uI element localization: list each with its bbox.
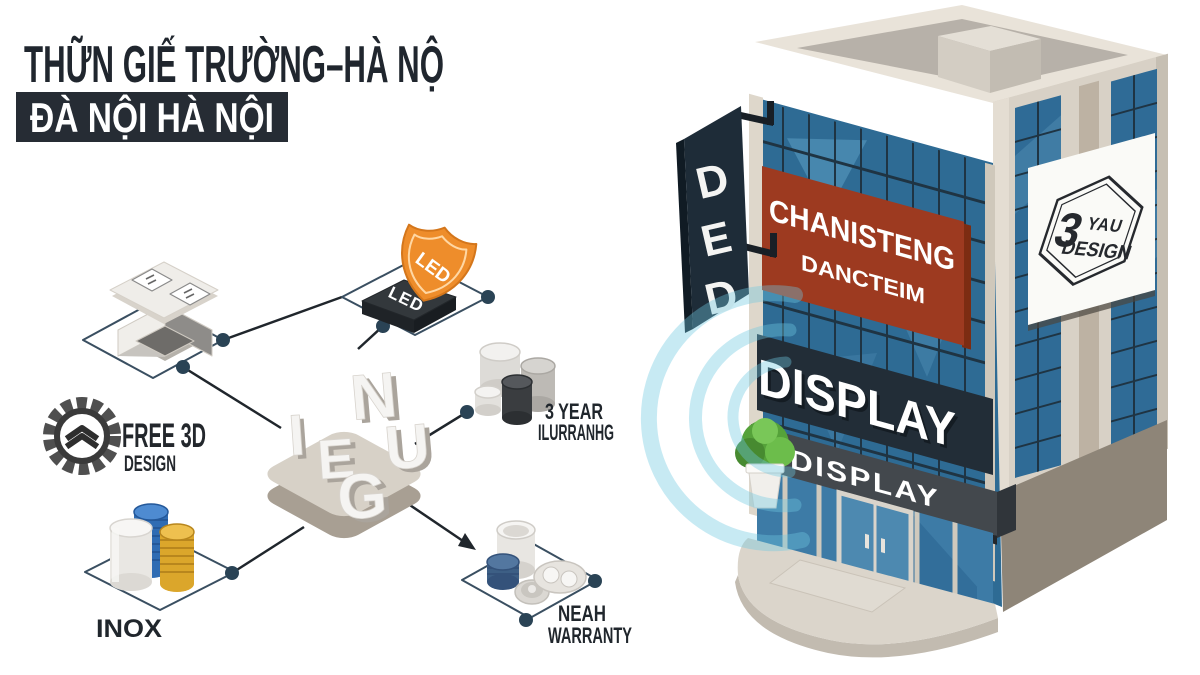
rooftop-box xyxy=(938,26,1041,93)
center-hub: N N I I E E U U G G xyxy=(267,358,438,539)
hub-letter-u: U xyxy=(382,411,433,484)
hub-letter-e: E xyxy=(315,426,357,491)
billboard-name: YAU xyxy=(1084,213,1126,236)
warranty-line1: NEAH xyxy=(558,601,606,626)
hub-letter-g: G xyxy=(335,458,390,533)
material-tiles-icon xyxy=(109,261,219,361)
page-subtitle: ĐÀ NỘI HÀ NỘI xyxy=(30,93,274,141)
node-dots xyxy=(176,290,602,627)
free-design-line2: DESIGN xyxy=(124,451,176,476)
facade-sign: CHANISTENG DANCTEIM xyxy=(762,166,971,350)
years-line1: 3 YEAR xyxy=(545,399,603,424)
hub-letter-i: I xyxy=(286,403,307,469)
subtitle-box xyxy=(16,92,288,142)
page-title: THỮN GIẾ TRƯỜNG–HÀ NỘ xyxy=(24,35,444,94)
coin-stack-gold xyxy=(159,523,195,592)
vertical-sign: D E D xyxy=(676,101,777,333)
inox-label: INOX xyxy=(96,615,162,643)
svg-text:G: G xyxy=(340,462,395,537)
svg-text:N: N xyxy=(353,362,405,438)
arrowhead xyxy=(458,533,476,550)
awning-corner-return xyxy=(997,484,1016,538)
free-design-item: FREE 3D DESIGN xyxy=(43,397,206,476)
steel-cylinder xyxy=(109,518,153,591)
free-design-line1: FREE 3D xyxy=(122,417,206,455)
billboard-sign: 3 YAU DESIGN xyxy=(1028,133,1155,331)
lower-wall xyxy=(1000,420,1167,612)
building-illustration: 3 YAU DESIGN CHANISTENG DA xyxy=(640,5,1168,658)
years-line2: ILURRANHG xyxy=(538,420,614,445)
header: THỮN GIẾ TRƯỜNG–HÀ NỘ ĐÀ NỘI HÀ NỘI xyxy=(16,35,444,142)
hub-letters: N N I I E E U U G G xyxy=(286,358,438,538)
hub-letter-n: N xyxy=(347,358,399,434)
inox-cylinders-icon: INOX xyxy=(96,503,195,643)
containers-icon: NEAH WARRANTY xyxy=(486,520,632,648)
gear-badge-icon xyxy=(43,397,121,475)
watermark-icon xyxy=(640,285,810,552)
connector-lines xyxy=(182,295,468,575)
feature-diagram: LED LED N N I I xyxy=(43,223,632,648)
led-shield-icon: LED xyxy=(401,223,478,302)
cylinder-stack-icon: 3 YEAR ILURRANHG xyxy=(474,342,614,445)
svg-text:I: I xyxy=(291,406,312,472)
warranty-line2: WARRANTY xyxy=(548,623,632,648)
entrance-step xyxy=(768,559,907,613)
base-platform xyxy=(735,538,998,658)
plant-icon xyxy=(735,418,795,509)
led-node: LED LED xyxy=(361,223,478,333)
svg-text:U: U xyxy=(387,415,438,488)
svg-text:E: E xyxy=(320,429,362,494)
